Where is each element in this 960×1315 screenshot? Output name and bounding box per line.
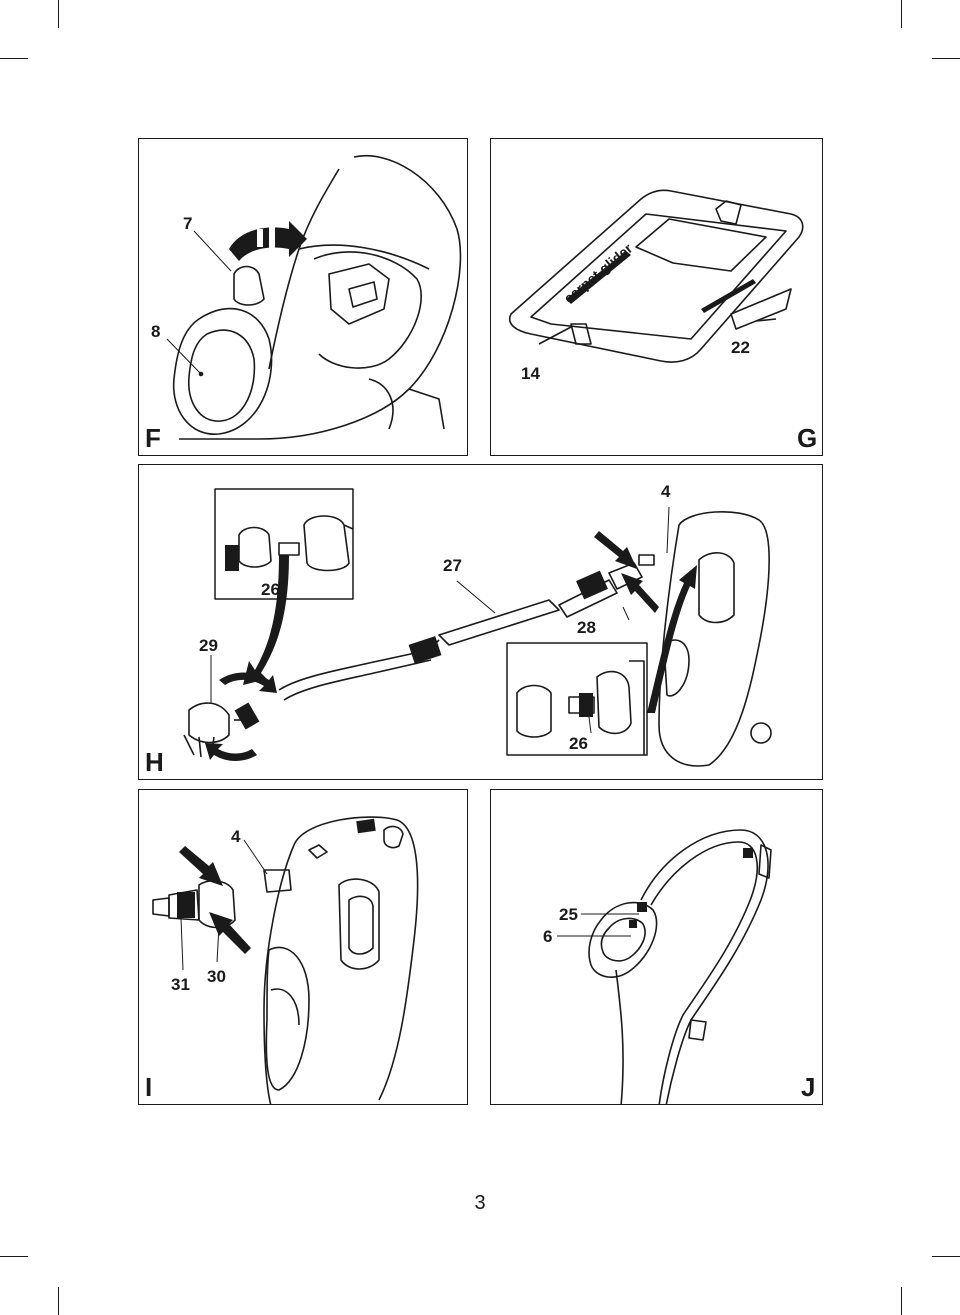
crop-mark-top-right-v [901, 0, 902, 28]
panel-letter-i: I [145, 1072, 153, 1102]
crop-mark-bottom-right-h [932, 1256, 960, 1257]
crop-mark-top-left-v [58, 0, 59, 28]
callout-4: 4 [661, 482, 671, 501]
crop-mark-bottom-right-v [901, 1287, 902, 1315]
hose-assembly-illustration [183, 488, 772, 767]
panel-letter-g: G [797, 423, 818, 453]
callout-31: 31 [171, 975, 190, 994]
crop-mark-top-right-h [932, 58, 960, 59]
panel-h: 26 27 4 29 28 26 H [138, 464, 823, 780]
carpet-glider-tray-illustration: carpet glider [509, 189, 804, 363]
callout-7: 7 [183, 214, 193, 233]
callout-6: 6 [543, 927, 553, 946]
crop-mark-bottom-left-h [0, 1256, 28, 1257]
nozzle-handle-illustration [152, 816, 419, 1104]
callout-30: 30 [207, 967, 226, 986]
panel-g: carpet glider 14 22 G [490, 138, 823, 456]
panel-letter-f: F [145, 423, 161, 453]
callout-4: 4 [231, 827, 241, 846]
panel-i: 4 31 30 I [138, 789, 468, 1105]
callout-22: 22 [731, 338, 750, 357]
tray-brand-text: carpet glider [561, 240, 636, 307]
panel-f: 7 8 F [138, 138, 468, 456]
steamer-handle-illustration [166, 155, 462, 440]
callout-27: 27 [443, 556, 462, 575]
panel-letter-j: J [801, 1072, 816, 1102]
callout-29: 29 [199, 636, 218, 655]
callout-25: 25 [559, 905, 578, 924]
crop-mark-top-left-h [0, 58, 28, 59]
panel-letter-h: H [145, 747, 164, 777]
crop-mark-bottom-left-v [58, 1287, 59, 1315]
callout-28: 28 [577, 618, 596, 637]
panel-j: 25 6 J [490, 789, 823, 1105]
callout-26-bottom-inset: 26 [569, 734, 588, 753]
callout-14: 14 [521, 364, 540, 383]
page-number: 3 [474, 1192, 486, 1214]
callout-26-top-inset: 26 [261, 580, 280, 599]
callout-8: 8 [151, 322, 161, 341]
handle-loop-illustration [557, 829, 772, 1104]
